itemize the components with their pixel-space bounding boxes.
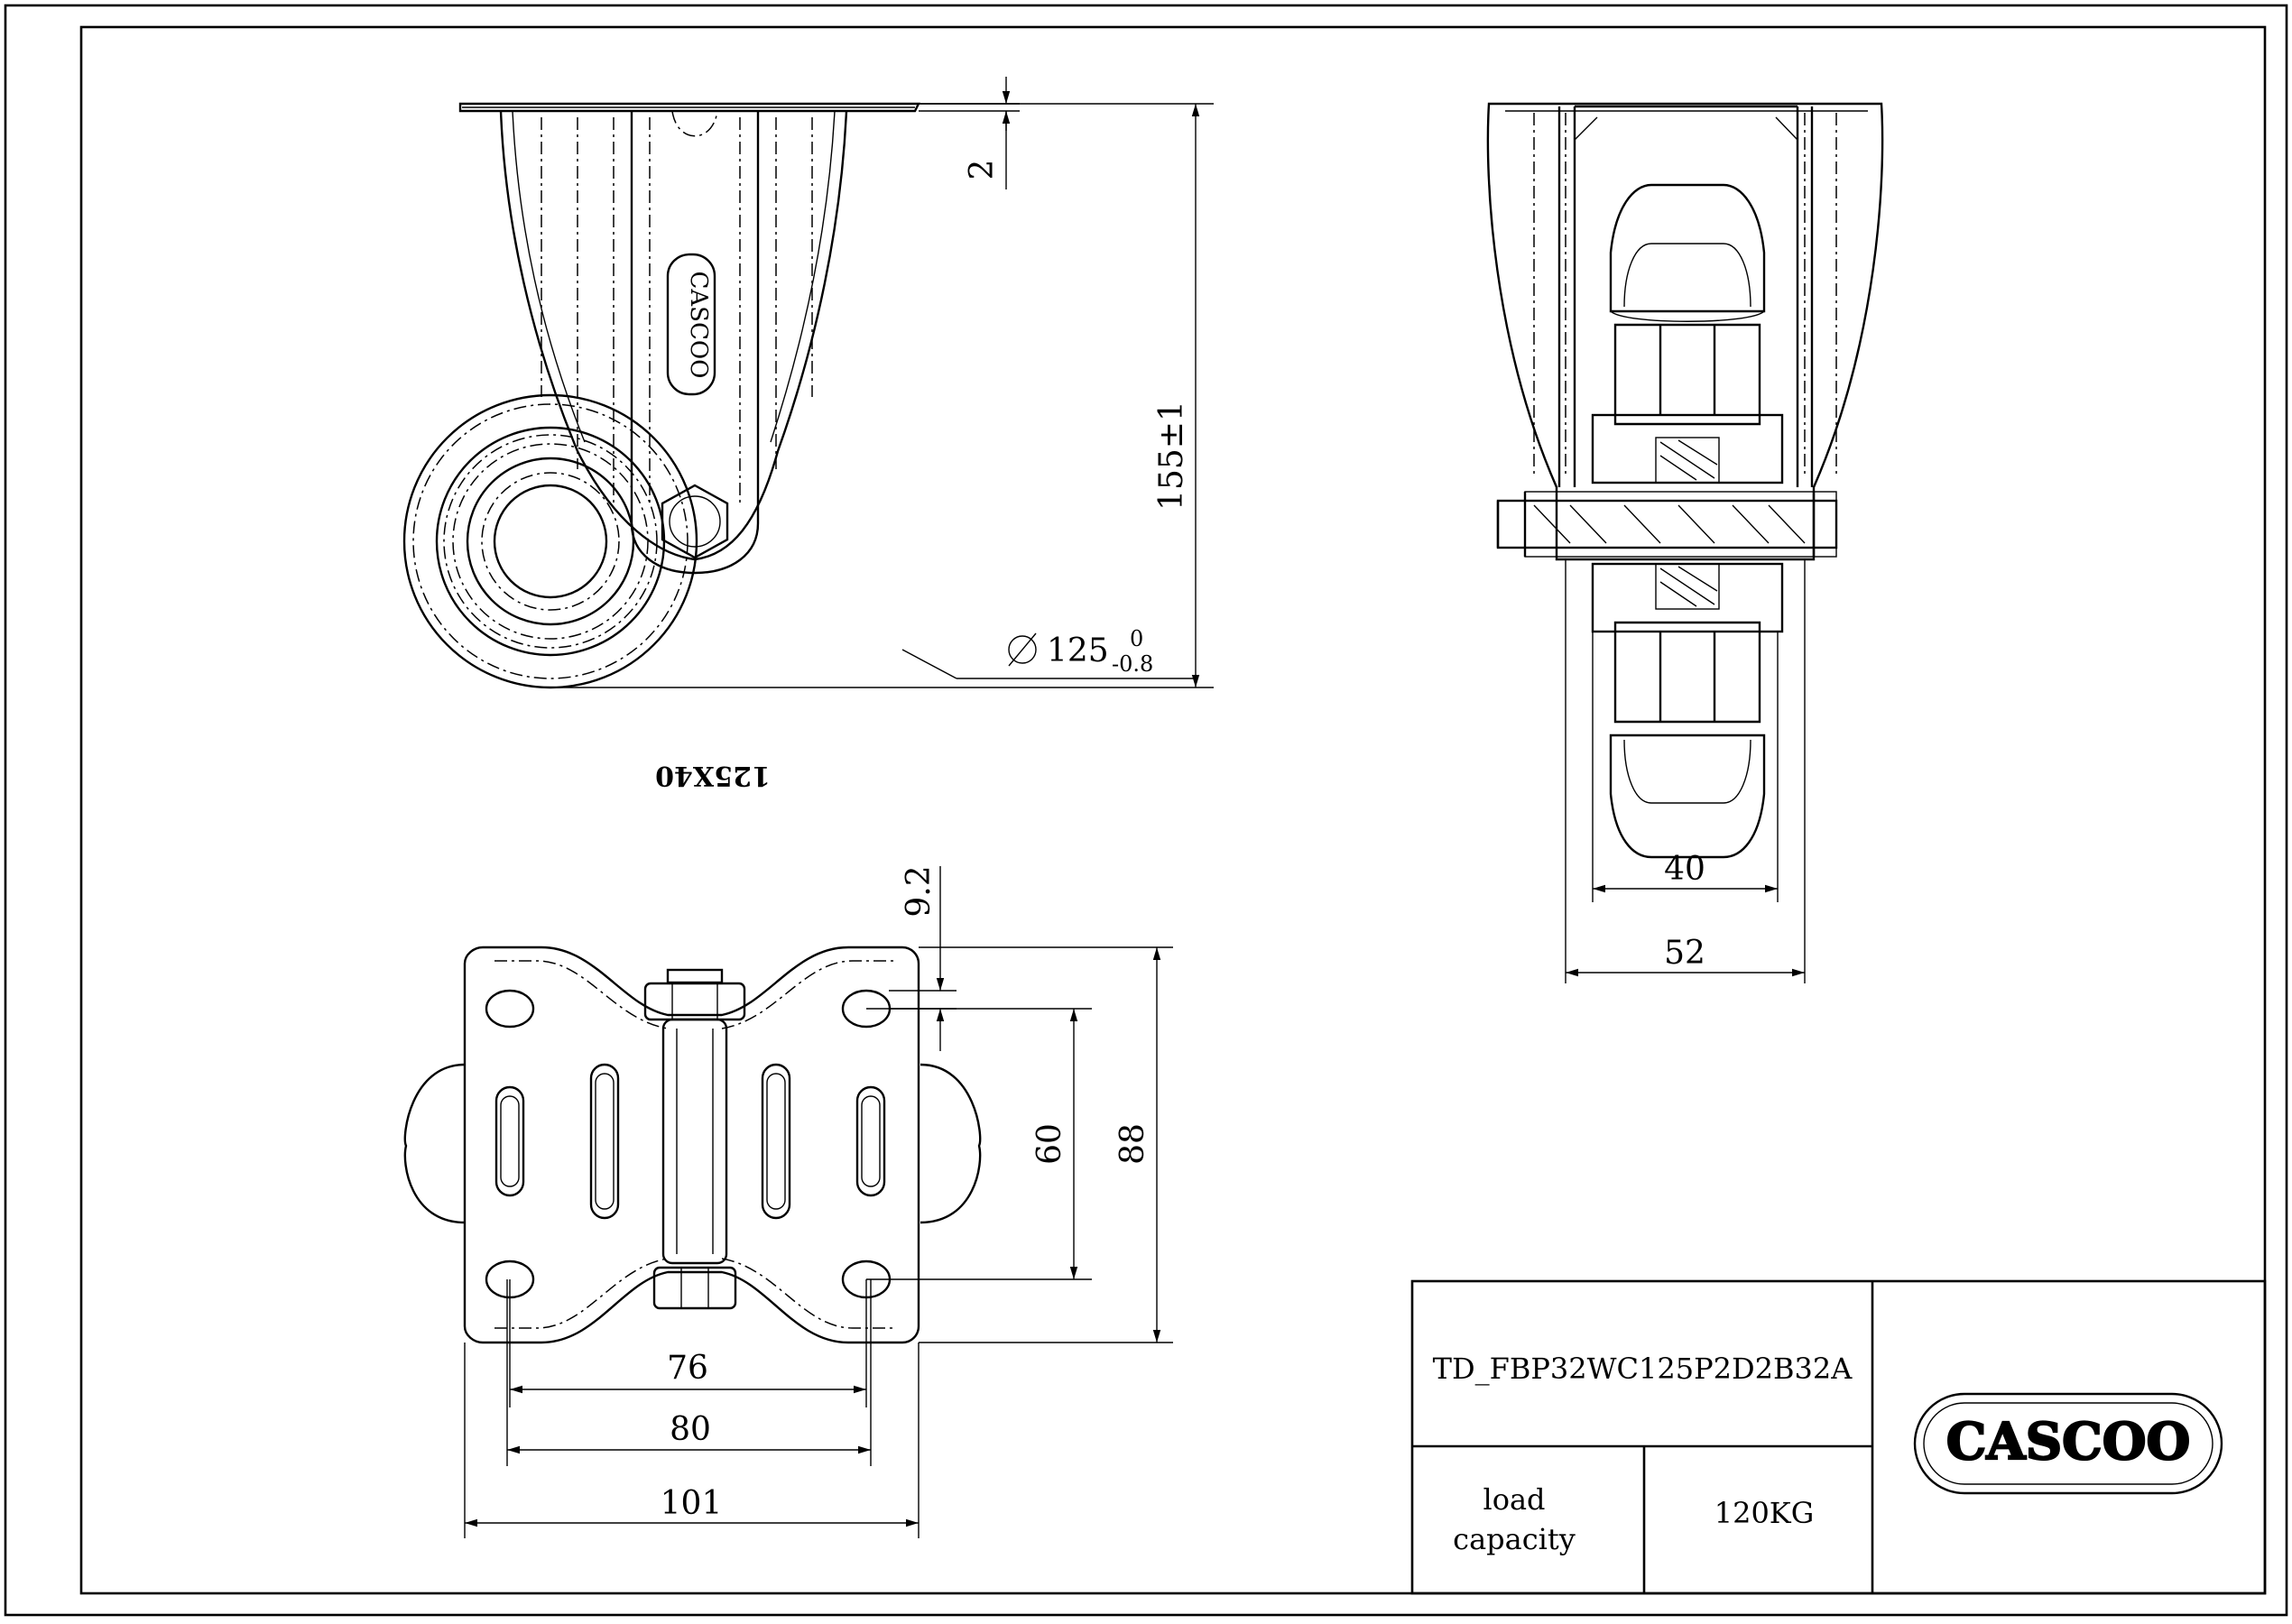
dim-hole-offset: 9.2 bbox=[901, 865, 938, 917]
dim-wheel-tol-upper: 0 bbox=[1130, 626, 1143, 651]
brand-logo: CASCOO bbox=[1913, 1392, 2223, 1495]
dim-plate-thickness: 2 bbox=[964, 160, 1001, 180]
title-block: TD_FBP32WC125P2D2B32A load capacity 120K… bbox=[1410, 1279, 2267, 1595]
dim-hole-spacing-x-inner: 76 bbox=[667, 1350, 708, 1387]
inner-frame bbox=[79, 25, 2267, 1595]
axle bbox=[1496, 499, 1838, 549]
load-capacity-label-line1: load bbox=[1483, 1482, 1545, 1517]
dim-bracket-width: 52 bbox=[1664, 935, 1705, 972]
wheel-marking: 125X40 bbox=[655, 760, 771, 791]
dim-hole-spacing-x-outer: 80 bbox=[670, 1411, 711, 1448]
outer-frame bbox=[4, 4, 2288, 1617]
dim-plate-width: 101 bbox=[661, 1485, 723, 1522]
load-capacity-label-line2: capacity bbox=[1453, 1522, 1576, 1556]
bracket-logo-badge bbox=[666, 253, 716, 396]
dim-total-height: 155±1 bbox=[1153, 401, 1190, 511]
bracket-logo-text: CASCOO bbox=[685, 271, 712, 378]
dim-plate-length: 88 bbox=[1114, 1123, 1151, 1165]
dim-wheel-width: 40 bbox=[1664, 851, 1705, 888]
part-number: TD_FBP32WC125P2D2B32A bbox=[1433, 1352, 1853, 1386]
dim-wheel-diameter: 125 bbox=[1047, 632, 1109, 669]
load-capacity-value: 120KG bbox=[1714, 1496, 1815, 1530]
top-view: 9.2 60 88 76 80 101 bbox=[403, 865, 1173, 1538]
side-view: 40 52 bbox=[1486, 102, 1884, 983]
front-view: CASCOO 125X40 2 155±1 125 0 -0.8 bbox=[402, 77, 1214, 791]
brand-logo-text: CASCOO bbox=[1946, 1412, 2191, 1472]
dim-hole-spacing-y: 60 bbox=[1031, 1123, 1068, 1165]
dim-wheel-tol-lower: -0.8 bbox=[1112, 651, 1153, 677]
